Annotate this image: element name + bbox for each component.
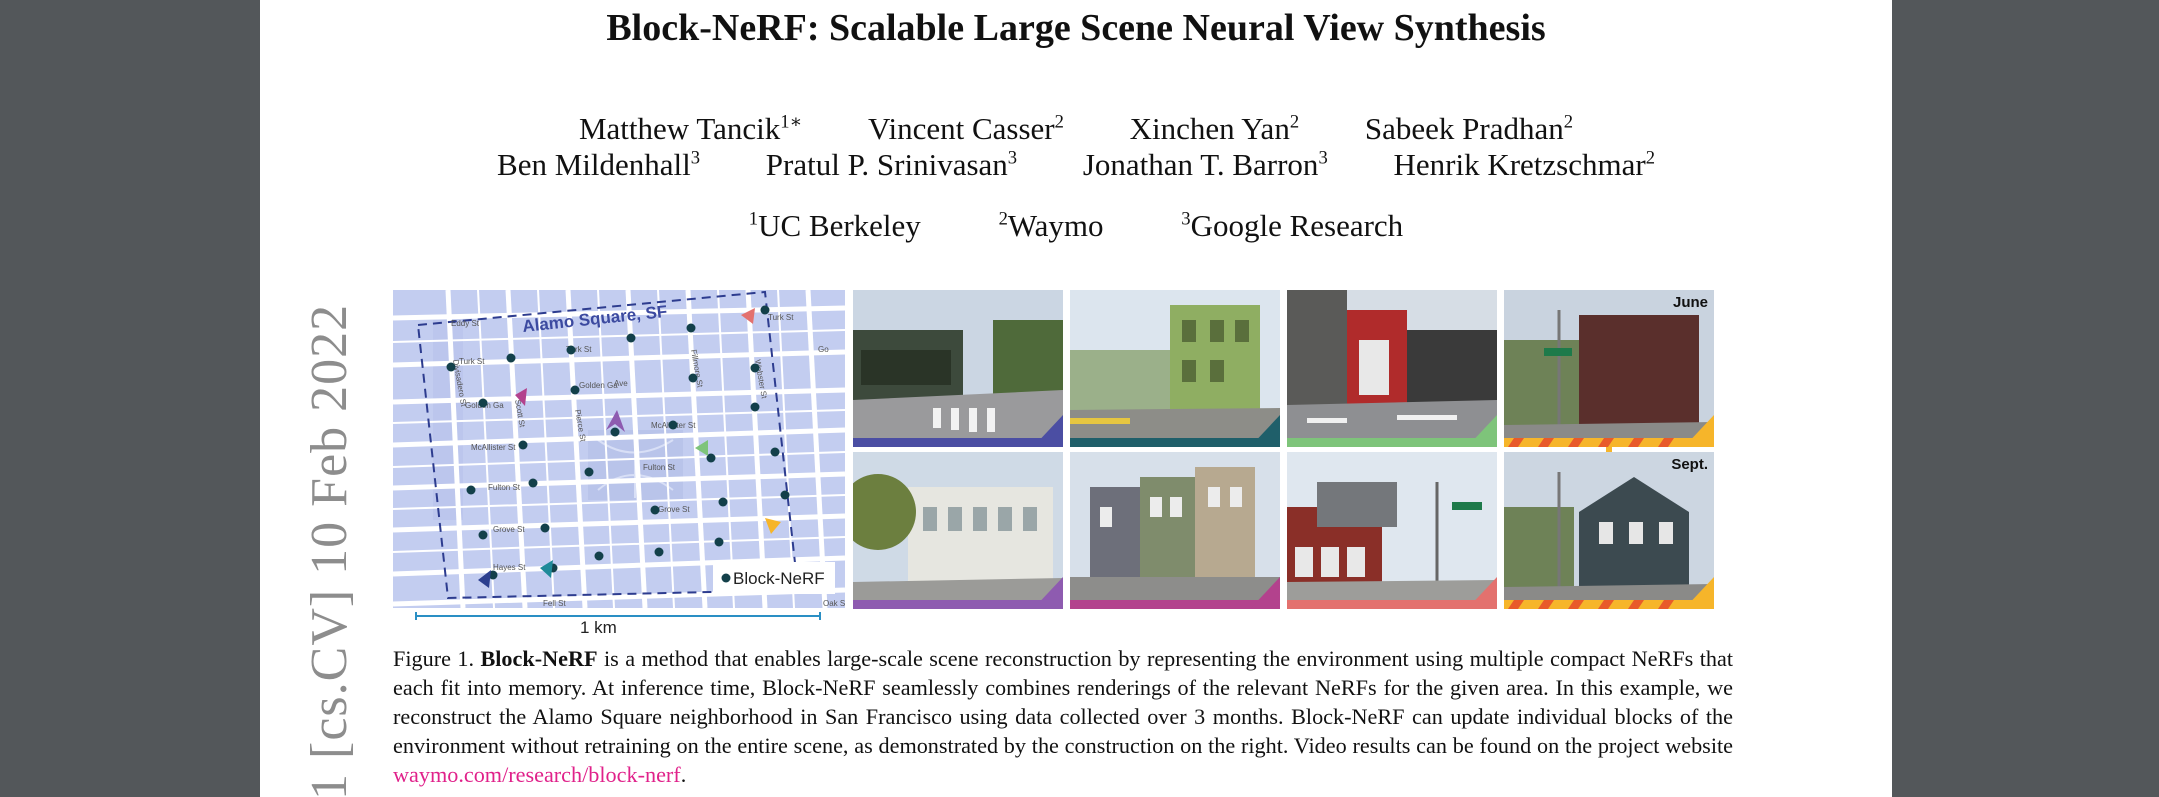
- street-view-photo: [853, 452, 1063, 609]
- street-view-photo-june: June: [1504, 290, 1714, 447]
- scale-label: 1 km: [580, 618, 617, 637]
- street-view-photo: [1287, 290, 1497, 447]
- affiliation: 2Waymo: [998, 208, 1104, 243]
- arxiv-stamp: 1 [cs.CV] 10 Feb 2022: [301, 303, 358, 797]
- map-legend-label: Block-NeRF: [733, 569, 825, 588]
- svg-text:Fulton St: Fulton St: [643, 463, 676, 472]
- author[interactable]: Matthew Tancik1∗: [578, 111, 803, 146]
- author[interactable]: Pratul P. Srinivasan3: [765, 147, 1018, 182]
- caption-end: .: [680, 762, 687, 787]
- paper-page: Block-NeRF: Scalable Large Scene Neural …: [260, 0, 1892, 797]
- svg-text:Oak St: Oak St: [823, 599, 845, 608]
- svg-text:Fulton St: Fulton St: [488, 483, 521, 492]
- svg-text:Golden Ga: Golden Ga: [579, 381, 618, 390]
- svg-text:Turk St: Turk St: [459, 357, 485, 366]
- svg-text:Hayes St: Hayes St: [493, 563, 526, 572]
- author-row-2: Ben Mildenhall3 Pratul P. Srinivasan3 Jo…: [260, 147, 1892, 183]
- author-row-1: Matthew Tancik1∗ Vincent Casser2 Xinchen…: [260, 111, 1892, 147]
- season-label-september: Sept.: [1671, 456, 1708, 473]
- street-view-photo-september: Sept.: [1504, 452, 1714, 609]
- street-view-photo: [1070, 290, 1280, 447]
- author[interactable]: Vincent Casser2: [867, 111, 1064, 146]
- project-website-link[interactable]: waymo.com/research/block-nerf: [393, 762, 681, 787]
- caption-term: Block-NeRF: [480, 646, 598, 671]
- svg-text:Grove St: Grove St: [658, 505, 690, 514]
- street-view-photo: [853, 290, 1063, 447]
- author[interactable]: Sabeek Pradhan2: [1364, 111, 1574, 146]
- street-view-photo: [1287, 452, 1497, 609]
- affiliation: 3Google Research: [1181, 208, 1404, 243]
- season-label-june: June: [1672, 294, 1708, 311]
- svg-text:Fell St: Fell St: [543, 599, 566, 608]
- caption-label: Figure 1.: [393, 646, 475, 671]
- author[interactable]: Jonathan T. Barron3: [1082, 147, 1328, 182]
- author[interactable]: Ben Mildenhall3: [497, 147, 701, 182]
- caption-text: is a method that enables large-scale sce…: [393, 646, 1733, 758]
- scale-bar: [415, 612, 821, 620]
- svg-text:Grove St: Grove St: [493, 525, 525, 534]
- street-view-photo: [1070, 452, 1280, 609]
- svg-text:Eddy St: Eddy St: [451, 319, 480, 328]
- svg-text:Go: Go: [818, 345, 829, 354]
- affiliation: 1UC Berkeley: [748, 208, 921, 243]
- figure-caption: Figure 1. Block-NeRF is a method that en…: [393, 644, 1733, 789]
- svg-text:McAllister St: McAllister St: [471, 443, 516, 452]
- author[interactable]: Henrik Kretzschmar2: [1393, 147, 1655, 182]
- svg-text:Turk St: Turk St: [566, 345, 592, 354]
- svg-text:Turk St: Turk St: [768, 313, 794, 322]
- paper-title: Block-NeRF: Scalable Large Scene Neural …: [606, 7, 1546, 49]
- author[interactable]: Xinchen Yan2: [1129, 111, 1300, 146]
- svg-text:Ave: Ave: [614, 379, 628, 388]
- map-panel: Eddy St Turk St Golden Ga Golden Ga Ave …: [393, 290, 845, 608]
- alamo-square-map: Eddy St Turk St Golden Ga Golden Ga Ave …: [393, 290, 845, 608]
- affiliations: 1UC Berkeley 2Waymo 3Google Research: [260, 208, 1892, 244]
